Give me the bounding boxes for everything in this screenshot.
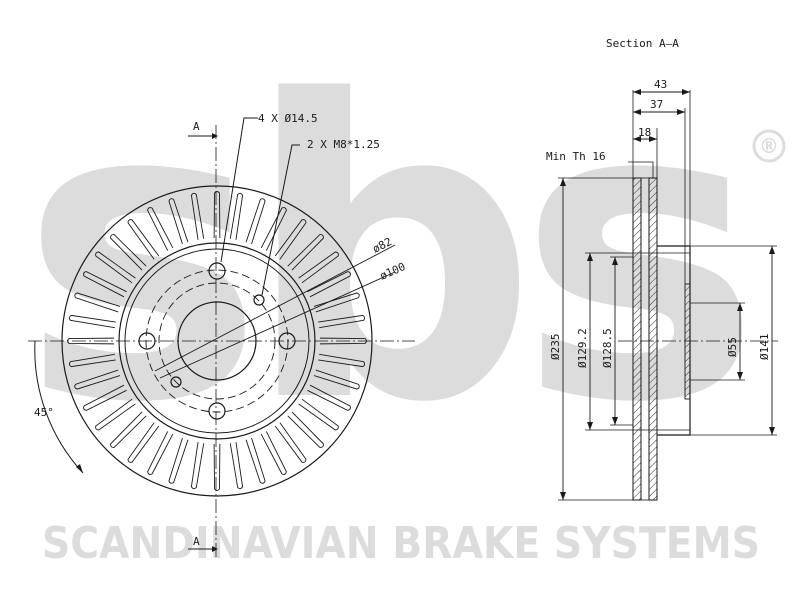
cooling-vent [95, 251, 136, 284]
dim-37-label: 37 [650, 98, 663, 111]
cooling-vent [307, 384, 351, 411]
section-arrowhead-bottom [212, 546, 218, 552]
thread-hole-upper [253, 294, 265, 306]
registered-mark-ring [752, 129, 786, 163]
cooling-vent [213, 443, 221, 491]
cooling-vent [318, 314, 366, 329]
angle-label: 45° [34, 406, 54, 419]
cooling-vent [68, 353, 116, 368]
section-view [558, 89, 778, 501]
vent-channel [640, 177, 650, 501]
cooling-vent [147, 431, 174, 475]
section-mark-top: A [193, 120, 200, 133]
front-view-labels: A A 4 X Ø14.5 2 X M8*1.25 45° ø82 ø100 [34, 112, 407, 548]
registered-mark: ® [759, 134, 779, 158]
dim-141-label: Ø141 [758, 334, 771, 361]
front-view [28, 117, 415, 560]
cooling-vent [245, 198, 266, 245]
cooling-vent [313, 292, 360, 313]
cooling-vent [168, 198, 189, 245]
cooling-vent [298, 251, 339, 284]
cooling-vent [127, 422, 160, 463]
cooling-vent [74, 292, 121, 313]
pcd-82-leader [154, 244, 396, 372]
cooling-vent [168, 437, 189, 484]
cooling-vent [274, 219, 307, 260]
cooling-vent [260, 207, 287, 251]
dim-43-label: 43 [654, 78, 667, 91]
bolt-hole-top [208, 262, 226, 280]
section-title: Section A–A [606, 37, 679, 50]
cooling-vent [229, 442, 244, 490]
bolt-holes-label: 4 X Ø14.5 [258, 112, 318, 125]
cooling-vent [83, 271, 127, 298]
cooling-vent [287, 234, 324, 271]
min-th-leader [628, 161, 654, 178]
cooling-vent [213, 191, 221, 239]
hat-flange [684, 283, 691, 400]
cooling-vent [287, 411, 324, 448]
bolt-hole-leader [220, 117, 258, 263]
cooling-vents [67, 191, 367, 491]
cooling-vent [190, 442, 205, 490]
cooling-vent [274, 422, 307, 463]
cooling-vent [95, 398, 136, 431]
thread-hole-lower [170, 376, 182, 388]
bolt-hole-bottom [208, 402, 226, 420]
dim-129-label: Ø129.2 [576, 328, 589, 368]
pcd-100-leader [159, 271, 396, 379]
cooling-vent [110, 411, 147, 448]
angle-arrowhead [76, 464, 83, 473]
cooling-vent [313, 369, 360, 390]
dim-18-label: 18 [638, 126, 651, 139]
dimension-arrowheads [560, 89, 775, 500]
cooling-vent [229, 192, 244, 240]
cooling-vent [74, 369, 121, 390]
friction-face-inner [632, 177, 642, 501]
dim-55-label: Ø55 [726, 337, 739, 357]
cooling-vent [245, 437, 266, 484]
angle-arc [34, 340, 84, 474]
friction-face-outer [648, 177, 658, 501]
cooling-vent [110, 234, 147, 271]
cooling-vent [298, 398, 339, 431]
min-th-label: Min Th 16 [546, 150, 606, 163]
section-mark-bottom: A [193, 535, 200, 548]
cooling-vent [307, 271, 351, 298]
section-view-labels: Section A–A 43 37 18 Min Th 16 Ø235 Ø129… [546, 37, 771, 368]
brand-name-watermark: SCANDINAVIAN BRAKE SYSTEMS [42, 518, 760, 569]
cooling-vent [127, 219, 160, 260]
dim-128-label: Ø128.5 [601, 328, 614, 368]
dim-235-label: Ø235 [549, 334, 562, 361]
cooling-vent [83, 384, 127, 411]
cooling-vent [318, 353, 366, 368]
section-arrowhead-top [212, 133, 218, 139]
thread-holes-label: 2 X M8*1.25 [307, 138, 380, 151]
cooling-vent [68, 314, 116, 329]
cooling-vent [147, 207, 174, 251]
watermark: sbs ® SCANDINAVIAN BRAKE SYSTEMS [20, 14, 786, 569]
cooling-vent [260, 431, 287, 475]
thread-hole-leader [261, 144, 300, 296]
cooling-vent [190, 192, 205, 240]
